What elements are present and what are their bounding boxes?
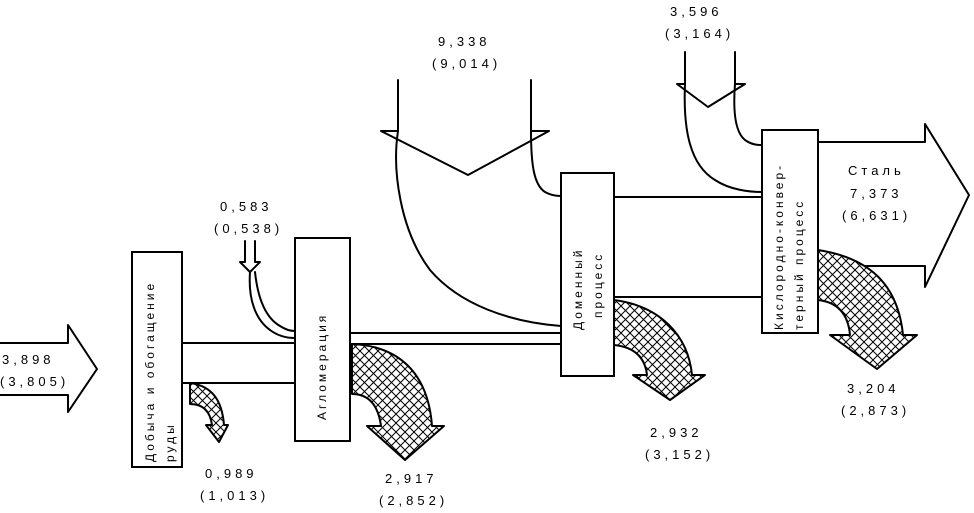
bof-waste-arrow — [817, 249, 918, 370]
bof-label-line1: Кислородно-конвер- — [772, 163, 786, 330]
blast-furnace-input-arrow — [380, 79, 562, 327]
process-bof: Кислородно-конвер- терный процесс — [761, 129, 819, 334]
steel-output-label: Сталь — [848, 163, 905, 178]
agglomeration-input-value: 0,583 — [220, 199, 273, 214]
mining-waste-value-alt: (1,013) — [200, 488, 269, 503]
process-agglomeration: Агломерация — [294, 237, 351, 442]
bof-label-line2: терный процесс — [792, 199, 806, 330]
agglomeration-waste-value: 2,917 — [385, 471, 438, 486]
blast-furnace-label-line1: Доменный — [571, 248, 585, 330]
bof-input-value-alt: (3,164) — [665, 26, 734, 41]
flow-labels: 3,898 (3,805) 0,989 (1,013) 0,583 (0,538… — [0, 4, 911, 508]
blast-furnace-waste-value: 2,932 — [650, 425, 703, 440]
mining-label-line2: руды — [163, 422, 177, 462]
steel-output-value-alt: (6,631) — [842, 208, 911, 223]
blast-furnace-waste-arrow — [613, 299, 706, 401]
bof-input-value: 3,596 — [670, 4, 723, 19]
blast-furnace-label-line2: процесс — [591, 252, 605, 318]
ore-input-arrow — [0, 324, 98, 413]
agglomeration-input-value-alt: (0,538) — [214, 221, 283, 236]
blast-furnace-input-value-alt: (9,014) — [432, 56, 501, 71]
steel-output-arrow — [817, 123, 970, 288]
agglomeration-input-arrow — [239, 240, 296, 339]
ore-input-value: 3,898 — [2, 352, 55, 367]
bof-input-arrow — [676, 51, 763, 193]
agglomeration-waste-arrow — [351, 343, 445, 461]
steel-output-value: 7,373 — [850, 186, 903, 201]
agglomeration-label: Агломерация — [315, 313, 329, 420]
ore-input-value-alt: (3,805) — [0, 374, 69, 389]
agglomeration-waste-value-alt: (2,852) — [379, 493, 448, 508]
bof-waste-value-alt: (2,873) — [841, 403, 910, 418]
process-blast-furnace: Доменный процесс — [560, 172, 615, 377]
mining-waste-arrow — [189, 382, 229, 443]
process-mining: Добыча и обогащение руды — [131, 251, 183, 468]
bof-waste-value: 3,204 — [847, 381, 900, 396]
blast-furnace-waste-value-alt: (3,152) — [645, 447, 714, 462]
main-flow-lines — [0, 196, 763, 413]
blast-furnace-input-value: 9,338 — [438, 34, 491, 49]
mining-label-line1: Добыча и обогащение — [143, 281, 157, 462]
mining-waste-value: 0,989 — [205, 466, 258, 481]
